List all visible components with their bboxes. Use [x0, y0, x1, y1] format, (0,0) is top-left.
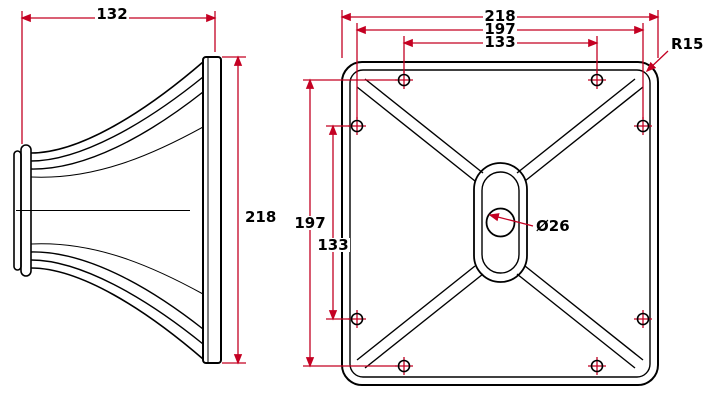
- throat-diameter-label: Ø26: [536, 217, 570, 235]
- dim-front-bolt-span-top: 133: [402, 33, 599, 73]
- callout-corner-radius: R15: [645, 35, 703, 73]
- side-view: 132 218: [13, 5, 276, 365]
- dim-front-width-label: 218: [484, 7, 515, 25]
- dim-front-bolt-span-vertical: 197: [293, 78, 397, 368]
- bolt-hole: [588, 357, 606, 375]
- dim-side-depth-label: 132: [96, 5, 127, 23]
- dim-front-bolt-span-horizontal: 197: [355, 20, 645, 119]
- dim-front-bolt-span-horizontal-label: 197: [484, 20, 515, 38]
- side-mouth-flange: [202, 56, 222, 364]
- bolt-hole: [634, 117, 652, 135]
- dim-front-bolt-span-vertical-label: 197: [294, 214, 325, 232]
- horn-profile: [16, 61, 204, 360]
- bolt-hole: [348, 117, 366, 135]
- bolt-hole: [395, 71, 413, 89]
- bolt-holes: [348, 71, 652, 375]
- horn-corner-ridges: [356, 78, 644, 369]
- dim-front-width: 218: [340, 7, 660, 58]
- dim-front-bolt-span-top-label: 133: [484, 33, 515, 51]
- dim-front-bolt-span-side: 133: [316, 124, 350, 321]
- callout-throat-diameter: Ø26: [488, 213, 570, 235]
- bolt-hole: [588, 71, 606, 89]
- bolt-hole: [395, 357, 413, 375]
- bolt-hole: [348, 310, 366, 328]
- throat-hole: [485, 207, 516, 238]
- bolt-hole: [634, 310, 652, 328]
- dim-side-height: 218: [222, 55, 276, 365]
- corner-radius-label: R15: [671, 35, 703, 53]
- dim-front-bolt-span-side-label: 133: [317, 236, 348, 254]
- dim-side-height-label: 218: [245, 208, 276, 226]
- front-flange-outline: [341, 61, 659, 386]
- dim-side-depth: 132: [20, 5, 217, 144]
- front-flange-inner-edge: [349, 69, 651, 378]
- front-view: 218 197 133 197: [293, 7, 703, 386]
